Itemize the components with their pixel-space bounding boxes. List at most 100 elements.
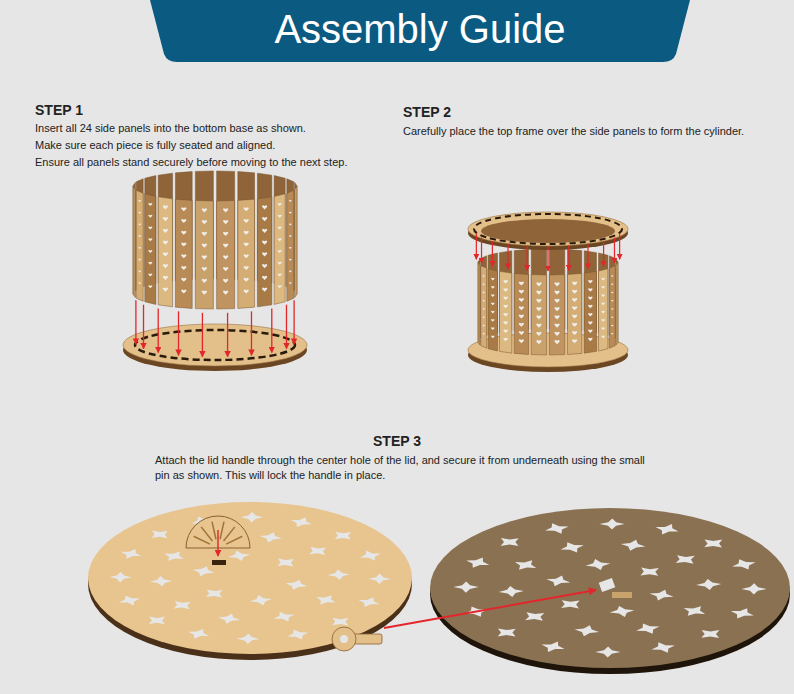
heart-hole bbox=[138, 235, 141, 237]
direction-arrow bbox=[614, 237, 615, 263]
side-panel bbox=[158, 197, 172, 307]
heart-hole bbox=[588, 288, 592, 292]
heart-hole bbox=[572, 323, 577, 327]
direction-arrow bbox=[619, 233, 620, 259]
direction-arrow bbox=[158, 309, 159, 353]
lid-cutout bbox=[193, 566, 215, 576]
heart-hole bbox=[519, 298, 524, 302]
heart-hole bbox=[572, 298, 577, 302]
side-panel bbox=[500, 271, 512, 353]
heart-hole bbox=[611, 275, 613, 277]
heart-hole bbox=[289, 212, 292, 214]
heart-hole bbox=[163, 241, 168, 245]
lid-cutout bbox=[332, 618, 348, 626]
heart-hole bbox=[202, 220, 207, 224]
heart-hole bbox=[262, 241, 267, 245]
heart-hole bbox=[611, 300, 613, 302]
heart-hole bbox=[244, 231, 249, 235]
lid-cutout bbox=[291, 517, 312, 527]
heart-hole bbox=[163, 252, 168, 256]
heart-hole bbox=[483, 275, 485, 277]
lid-cutout bbox=[640, 568, 659, 576]
heart-hole bbox=[483, 300, 485, 302]
lid-cutout bbox=[453, 582, 478, 593]
heart-hole bbox=[202, 267, 207, 271]
step-text: Attach the lid handle through the center… bbox=[155, 453, 655, 483]
heart-hole bbox=[181, 219, 186, 223]
lid-cutout bbox=[546, 576, 570, 587]
side-panel bbox=[274, 194, 285, 305]
heart-hole bbox=[262, 288, 267, 292]
pin-hole bbox=[340, 635, 348, 643]
heart-hole bbox=[138, 282, 141, 284]
heart-hole bbox=[601, 319, 604, 322]
heart-hole bbox=[138, 200, 141, 202]
heart-hole bbox=[588, 313, 592, 317]
handle-detail bbox=[194, 536, 210, 544]
direction-arrow bbox=[286, 305, 287, 349]
lid-cutout bbox=[286, 580, 308, 590]
heart-hole bbox=[503, 313, 507, 317]
heart-hole bbox=[503, 288, 507, 292]
heart-hole bbox=[244, 207, 249, 211]
heart-hole bbox=[278, 203, 282, 206]
heart-hole bbox=[262, 205, 267, 209]
heart-hole bbox=[278, 262, 282, 265]
side-panel bbox=[136, 190, 143, 301]
heart-hole bbox=[601, 303, 604, 306]
heart-hole bbox=[223, 279, 228, 283]
lid-cutout bbox=[466, 558, 489, 568]
direction-arrow bbox=[507, 244, 508, 269]
heart-hole bbox=[289, 200, 292, 202]
step1-figure bbox=[123, 171, 307, 371]
heart-hole bbox=[611, 317, 613, 319]
lid-cutout bbox=[701, 630, 719, 638]
heart-hole bbox=[554, 340, 559, 344]
heart-hole bbox=[148, 285, 152, 288]
handle-detail bbox=[212, 522, 216, 540]
lid-cutout bbox=[561, 600, 580, 608]
heart-hole bbox=[536, 299, 541, 303]
heart-hole bbox=[148, 250, 152, 253]
heart-hole bbox=[163, 264, 168, 268]
heart-hole bbox=[289, 247, 292, 249]
lid-cutout bbox=[274, 612, 295, 622]
heart-hole bbox=[491, 336, 494, 339]
heart-hole bbox=[572, 290, 577, 294]
lid-cutout bbox=[260, 532, 282, 542]
heart-hole bbox=[554, 307, 559, 311]
heart-hole bbox=[536, 282, 541, 286]
lid-cutout bbox=[359, 597, 380, 607]
heart-hole bbox=[588, 338, 592, 342]
heart-hole bbox=[181, 266, 186, 270]
heart-hole bbox=[262, 217, 267, 221]
side-panel bbox=[295, 186, 297, 297]
heart-hole bbox=[601, 294, 604, 297]
heart-hole bbox=[503, 305, 507, 309]
side-panel bbox=[287, 190, 294, 301]
lid-cutout bbox=[328, 569, 351, 580]
heart-hole bbox=[148, 238, 152, 241]
lid-cutout bbox=[335, 532, 351, 540]
side-panel bbox=[584, 271, 596, 353]
side-panel bbox=[616, 262, 618, 345]
lid-cutout bbox=[684, 606, 705, 616]
heart-hole bbox=[181, 289, 186, 293]
lid bbox=[88, 502, 412, 654]
heart-hole bbox=[601, 278, 604, 281]
side-panel bbox=[145, 194, 156, 305]
slot-ring bbox=[474, 214, 622, 244]
heart-hole bbox=[611, 292, 613, 294]
heart-hole bbox=[289, 235, 292, 237]
heart-hole bbox=[503, 280, 507, 284]
heart-hole bbox=[289, 270, 292, 272]
heart-hole bbox=[554, 291, 559, 295]
step-heading: STEP 3 bbox=[330, 432, 464, 451]
lid-cutout bbox=[121, 549, 142, 559]
heart-hole bbox=[483, 308, 485, 310]
heart-hole bbox=[554, 282, 559, 286]
heart-hole bbox=[244, 266, 249, 270]
heart-hole bbox=[138, 259, 141, 261]
step-text: Ensure all panels stand securely before … bbox=[35, 155, 347, 170]
heart-hole bbox=[202, 208, 207, 212]
